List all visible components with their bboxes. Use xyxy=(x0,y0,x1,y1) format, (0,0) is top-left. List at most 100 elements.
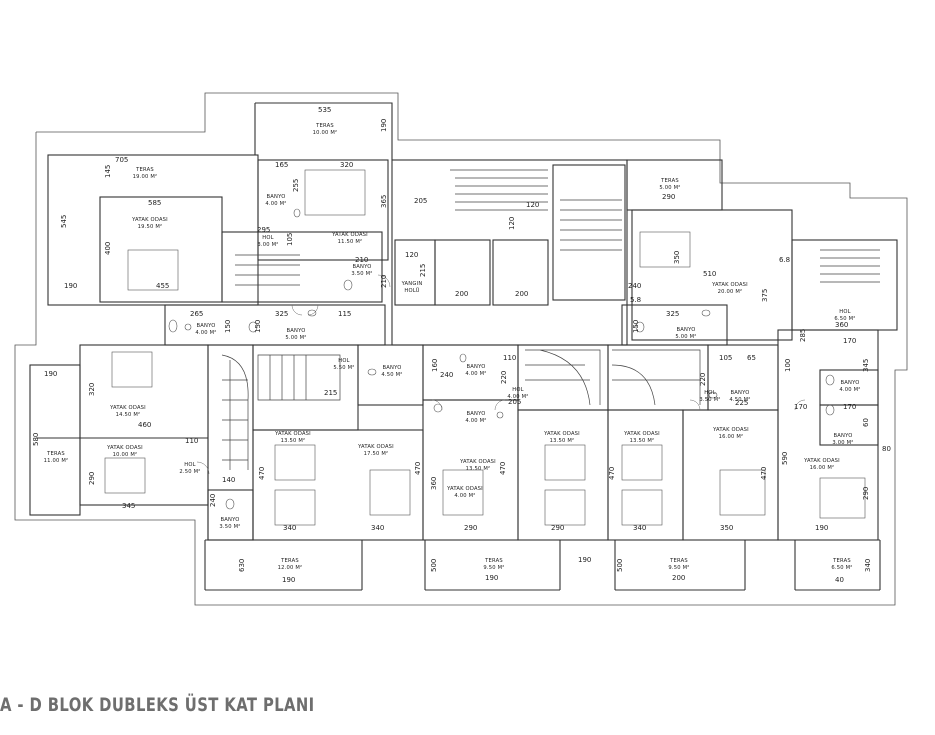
dim-label: 190 xyxy=(44,370,57,378)
room-area: 3.50 M² xyxy=(219,524,240,530)
dim-label: 630 xyxy=(238,559,246,572)
dim-label: 100 xyxy=(784,359,792,372)
room-area: 19.00 M² xyxy=(133,174,158,180)
room-name: TERAS xyxy=(660,178,679,184)
dim-label: 590 xyxy=(781,452,789,465)
dim-label: 115 xyxy=(338,310,351,318)
room-area: HOLÜ xyxy=(404,287,419,294)
room-area: 4.00 M² xyxy=(465,418,486,424)
room-area: 13.50 M² xyxy=(466,466,491,472)
room-name: HOL xyxy=(512,387,523,393)
door-swings xyxy=(196,274,806,475)
dim-label: 470 xyxy=(499,462,507,475)
dim-label: 240 xyxy=(440,371,453,379)
room-name: YATAK ODASI xyxy=(459,459,496,465)
room-area: 10.00 M² xyxy=(313,130,338,136)
dim-label: 340 xyxy=(283,524,296,532)
dim-label: 350 xyxy=(673,251,681,264)
room-area: 3.50 M² xyxy=(699,397,720,403)
room-name: HOL xyxy=(338,358,349,364)
dim-label: 365 xyxy=(380,195,388,208)
room-area: 9.50 M² xyxy=(668,565,689,571)
dim-label: 285 xyxy=(799,329,807,342)
dim-label: 580 xyxy=(32,433,40,446)
dim-label: 240 xyxy=(628,282,641,290)
room-area: 14.50 M² xyxy=(116,412,141,418)
dim-label: 340 xyxy=(864,559,872,572)
room-area: 16.00 M² xyxy=(719,434,744,440)
room-name: YATAK ODASI xyxy=(331,232,368,238)
room-name: YATAK ODASI xyxy=(109,405,146,411)
dim-label: 350 xyxy=(720,524,733,532)
room-area: 4.00 M² xyxy=(465,371,486,377)
room-area: 5.00 M² xyxy=(659,185,680,191)
room-area: 13.50 M² xyxy=(281,438,306,444)
room-area: 20.00 M² xyxy=(718,289,743,295)
dim-label: 6.8 xyxy=(779,256,790,264)
dim-label: 205 xyxy=(414,197,427,205)
dim-label: 455 xyxy=(156,282,169,290)
dim-label: 470 xyxy=(608,467,616,480)
room-name: BANYO xyxy=(353,264,372,270)
room-name: HOL xyxy=(262,235,273,241)
dim-label: 375 xyxy=(761,289,769,302)
room-name: YATAK ODASI xyxy=(357,444,394,450)
dim-label: 325 xyxy=(275,310,288,318)
room-area: 13.50 M² xyxy=(550,438,575,444)
room-area: 3.50 M² xyxy=(351,271,372,277)
room-area: 6.50 M² xyxy=(834,316,855,322)
stairs xyxy=(221,169,880,470)
dim-label: 190 xyxy=(380,119,388,132)
dim-label: 290 xyxy=(862,487,870,500)
room-area: 9.50 M² xyxy=(483,565,504,571)
dim-label: 5.8 xyxy=(630,296,641,304)
room-name: BANYO xyxy=(834,433,853,439)
room-name: BANYO xyxy=(383,365,402,371)
dim-label: 215 xyxy=(419,264,427,277)
dim-label: 215 xyxy=(324,389,337,397)
room-name: HOL xyxy=(704,390,715,396)
dim-label: 120 xyxy=(526,201,539,209)
dim-label: 320 xyxy=(340,161,353,169)
dim-label: 500 xyxy=(430,559,438,572)
room-area: 6.50 M² xyxy=(831,565,852,571)
dim-label: 210 xyxy=(380,275,388,288)
room-area: 10.00 M² xyxy=(113,452,138,458)
dim-label: 340 xyxy=(633,524,646,532)
room-name: YATAK ODASI xyxy=(274,431,311,437)
dim-label: 145 xyxy=(104,165,112,178)
room-area: 2.50 M² xyxy=(179,469,200,475)
room-name: TERAS xyxy=(315,123,334,129)
dim-label: 325 xyxy=(666,310,679,318)
dim-label: 265 xyxy=(190,310,203,318)
room-area: 11.50 M² xyxy=(338,239,363,245)
dim-label: 470 xyxy=(258,467,266,480)
dim-label: 150 xyxy=(224,320,232,333)
dim-label: 705 xyxy=(115,156,128,164)
room-name: YATAK ODASI xyxy=(803,458,840,464)
dim-label: 40 xyxy=(835,576,844,584)
room-area: 4.00 M² xyxy=(265,201,286,207)
dim-label: 460 xyxy=(138,421,151,429)
dim-label: 150 xyxy=(632,320,640,333)
room-area: 4.50 M² xyxy=(381,372,402,378)
dim-label: 220 xyxy=(500,371,508,384)
dim-label: 105 xyxy=(719,354,732,362)
room-name: BANYO xyxy=(677,327,696,333)
dim-label: 200 xyxy=(455,290,468,298)
room-name: HOL xyxy=(184,462,195,468)
dim-label: 110 xyxy=(185,437,198,445)
dim-label: 190 xyxy=(282,576,295,584)
room-area: 4.00 M² xyxy=(507,394,528,400)
dim-label: 340 xyxy=(371,524,384,532)
dim-label: 205 xyxy=(508,398,521,406)
dim-label: 225 xyxy=(735,399,748,407)
dim-label: 165 xyxy=(275,161,288,169)
room-area: 4.00 M² xyxy=(454,493,475,499)
room-area: 19.50 M² xyxy=(138,224,163,230)
dim-label: 210 xyxy=(355,256,368,264)
room-name: YATAK ODASI xyxy=(446,486,483,492)
dim-label: 170 xyxy=(843,403,856,411)
plan-caption: A - D BLOK DUBLEKS ÜST KAT PLANI xyxy=(0,694,315,716)
dim-label: 345 xyxy=(862,359,870,372)
